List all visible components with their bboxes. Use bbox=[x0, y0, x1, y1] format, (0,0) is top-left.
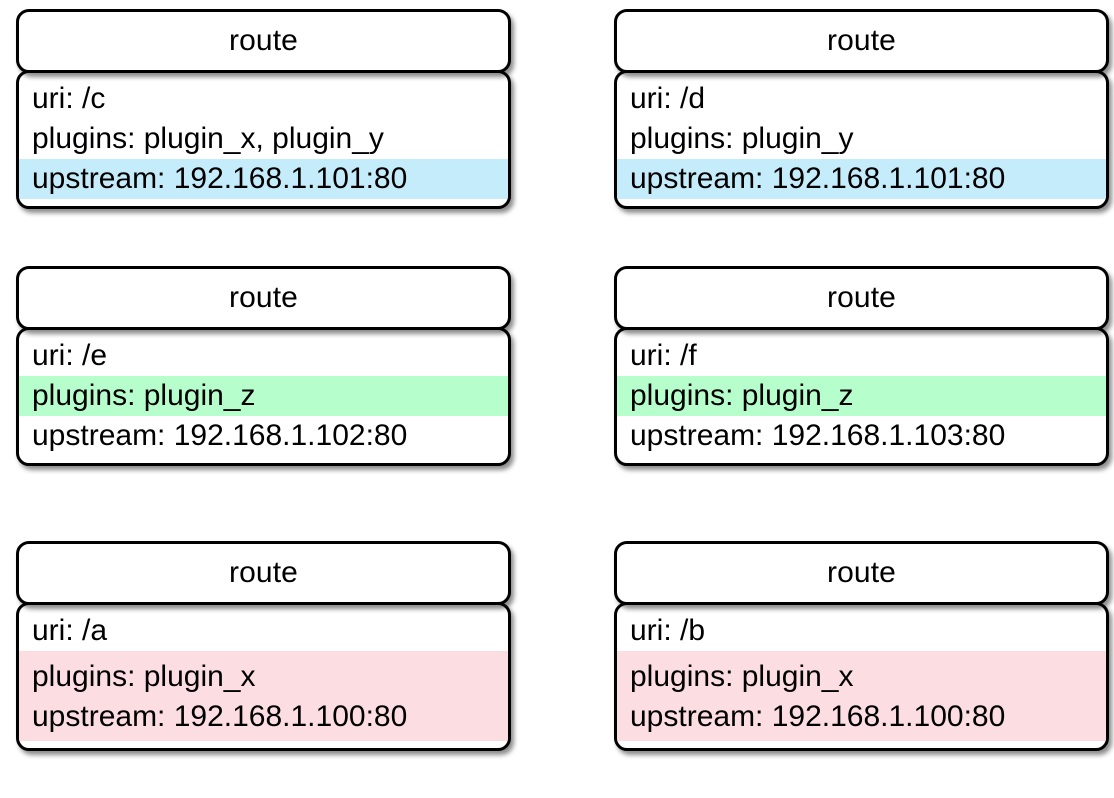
route-card-e[interactable]: route uri: /e plugins: plugin_z upstream… bbox=[16, 266, 511, 466]
route-card-title: route bbox=[827, 556, 896, 589]
route-plugins-row: plugins: plugin_x bbox=[32, 660, 256, 693]
route-upstream-row: upstream: 192.168.1.101:80 bbox=[617, 159, 1106, 199]
route-card-header: route bbox=[16, 9, 511, 73]
route-card-body: uri: /f plugins: plugin_z upstream: 192.… bbox=[614, 327, 1109, 466]
route-plugins-row: plugins: plugin_x bbox=[630, 660, 854, 693]
route-upstream-row: upstream: 192.168.1.100:80 bbox=[630, 700, 1006, 733]
route-plugins-row: plugins: plugin_z bbox=[19, 376, 508, 416]
route-upstream-row: upstream: 192.168.1.100:80 bbox=[32, 700, 408, 733]
route-uri-row: uri: /a bbox=[32, 614, 108, 647]
route-card-body: uri: /e plugins: plugin_z upstream: 192.… bbox=[16, 327, 511, 466]
route-uri-row: uri: /c bbox=[32, 82, 106, 115]
route-card-body: uri: /b plugins: plugin_x upstream: 192.… bbox=[614, 602, 1109, 751]
route-card-title: route bbox=[827, 281, 896, 314]
route-card-a[interactable]: route uri: /a plugins: plugin_x upstream… bbox=[16, 541, 511, 751]
route-uri-row: uri: /f bbox=[630, 339, 697, 372]
route-card-title: route bbox=[827, 24, 896, 57]
route-highlight-group: plugins: plugin_x upstream: 192.168.1.10… bbox=[19, 651, 508, 741]
route-card-body: uri: /c plugins: plugin_x, plugin_y upst… bbox=[16, 70, 511, 209]
route-plugins-row: plugins: plugin_y bbox=[630, 122, 854, 155]
route-card-header: route bbox=[16, 266, 511, 330]
route-card-d[interactable]: route uri: /d plugins: plugin_y upstream… bbox=[614, 9, 1109, 209]
route-uri-row: uri: /e bbox=[32, 339, 108, 372]
route-card-header: route bbox=[614, 541, 1109, 605]
route-card-header: route bbox=[614, 9, 1109, 73]
route-card-c[interactable]: route uri: /c plugins: plugin_x, plugin_… bbox=[16, 9, 511, 209]
route-uri-row: uri: /d bbox=[630, 82, 706, 115]
route-card-title: route bbox=[229, 281, 298, 314]
route-plugins-row: plugins: plugin_z bbox=[617, 376, 1106, 416]
route-upstream-row: upstream: 192.168.1.102:80 bbox=[32, 419, 408, 452]
route-card-title: route bbox=[229, 556, 298, 589]
route-upstream-row: upstream: 192.168.1.103:80 bbox=[630, 419, 1006, 452]
route-card-header: route bbox=[16, 541, 511, 605]
route-uri-row: uri: /b bbox=[630, 614, 706, 647]
route-plugins-row: plugins: plugin_x, plugin_y bbox=[32, 122, 384, 155]
route-card-body: uri: /d plugins: plugin_y upstream: 192.… bbox=[614, 70, 1109, 209]
route-upstream-row: upstream: 192.168.1.101:80 bbox=[19, 159, 508, 199]
route-card-b[interactable]: route uri: /b plugins: plugin_x upstream… bbox=[614, 541, 1109, 751]
route-card-body: uri: /a plugins: plugin_x upstream: 192.… bbox=[16, 602, 511, 751]
route-card-f[interactable]: route uri: /f plugins: plugin_z upstream… bbox=[614, 266, 1109, 466]
route-card-header: route bbox=[614, 266, 1109, 330]
route-card-title: route bbox=[229, 24, 298, 57]
route-highlight-group: plugins: plugin_x upstream: 192.168.1.10… bbox=[617, 651, 1106, 741]
